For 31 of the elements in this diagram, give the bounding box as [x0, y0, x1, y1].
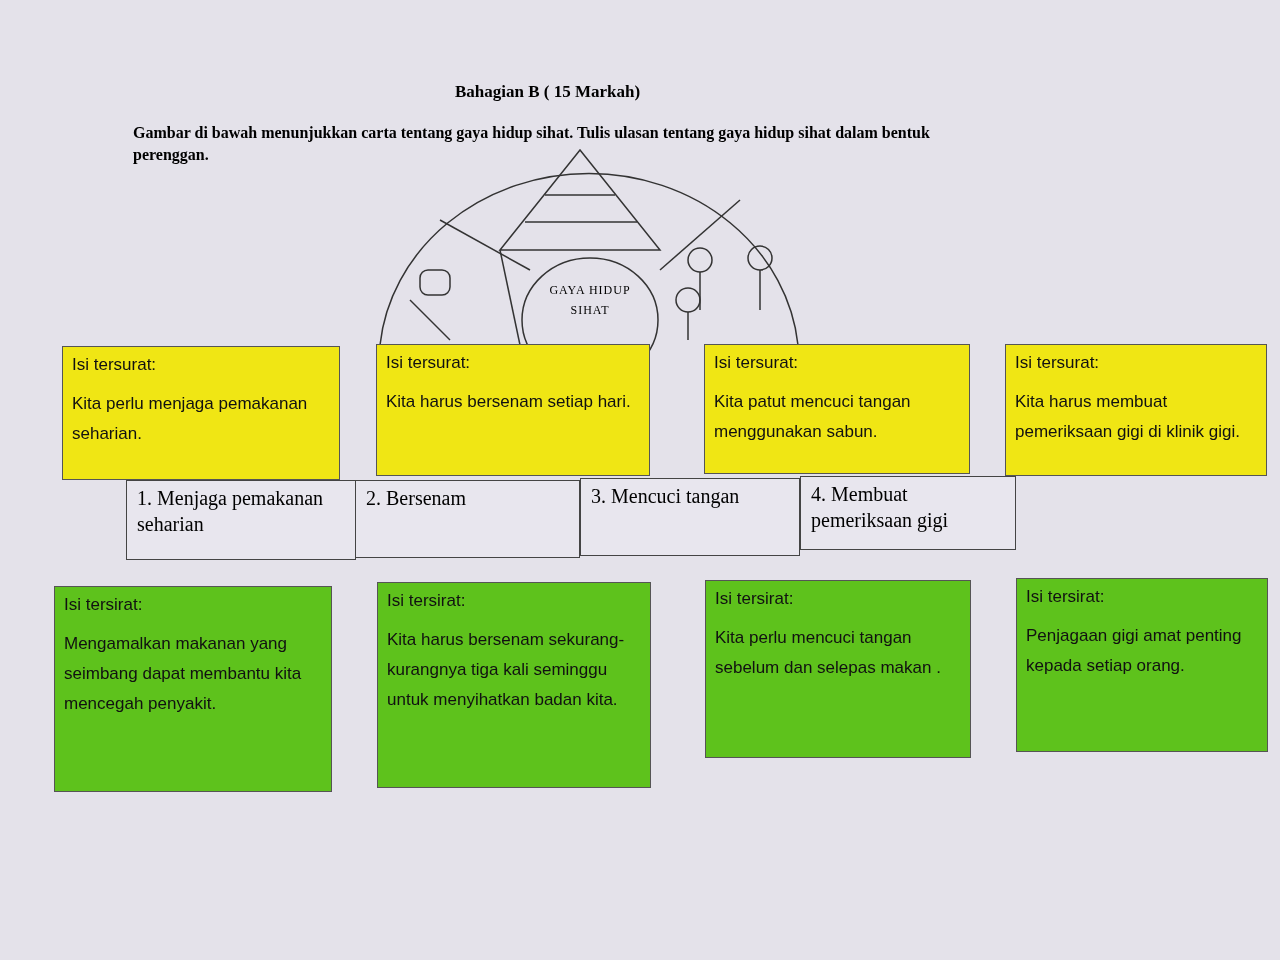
card-heading: Isi tersirat:: [64, 595, 144, 615]
card-heading: Isi tersurat:: [386, 353, 472, 373]
table-cell: 3. Mencuci tangan: [580, 478, 800, 556]
explicit-point-card: [376, 344, 650, 476]
card-heading: Isi tersirat:: [1026, 587, 1106, 607]
table-cell: 1. Menjaga pemakanan seharian: [126, 480, 356, 560]
table-cell: 2. Bersenam: [355, 480, 580, 558]
card-heading: Isi tersurat:: [72, 355, 158, 375]
card-heading: Isi tersurat:: [1015, 353, 1101, 373]
card-text: Kita harus membuat pemeriksaan gigi di klinik gigi.: [1015, 391, 1241, 443]
card-heading: Isi tersirat:: [715, 589, 795, 609]
card-text: Penjagaan gigi amat penting kepada setiap orang.: [1026, 625, 1243, 677]
explicit-point-card: [1005, 344, 1267, 476]
implicit-point-card: [377, 582, 651, 788]
card-text: Kita harus bersenam sekurang-kurangnya tiga kali seminggu untuk menyihatkan badan kita.: [387, 629, 626, 711]
card-text: Kita harus bersenam setiap hari.: [386, 391, 632, 413]
card-text: Mengamalkan makanan yang seimbang dapat membantu kita mencegah penyakit.: [64, 633, 303, 715]
card-text: Kita perlu mencuci tangan sebelum dan selepas makan .: [715, 627, 942, 679]
table-cell: 4. Membuat pemeriksaan gigi: [800, 476, 1016, 550]
card-heading: Isi tersurat:: [714, 353, 800, 373]
instruction-text: Gambar di bawah menunjukkan carta tentang gaya hidup sihat. Tulis ulasan tentang gaya hidup sihat dalam bentuk perenggan.: [133, 123, 931, 166]
worksheet-title: Bahagian B ( 15 Markah): [455, 82, 641, 102]
implicit-point-card: [1016, 578, 1268, 752]
card-text: Kita patut mencuci tangan menggunakan sabun.: [714, 391, 912, 443]
implicit-point-card: [54, 586, 332, 792]
explicit-point-card: [62, 346, 340, 480]
explicit-point-card: [704, 344, 970, 474]
card-heading: Isi tersirat:: [387, 591, 467, 611]
implicit-point-card: [705, 580, 971, 758]
circle-label: GAYA HIDUP SIHAT: [540, 280, 640, 320]
card-text: Kita perlu menjaga pemakanan seharian.: [72, 393, 309, 445]
